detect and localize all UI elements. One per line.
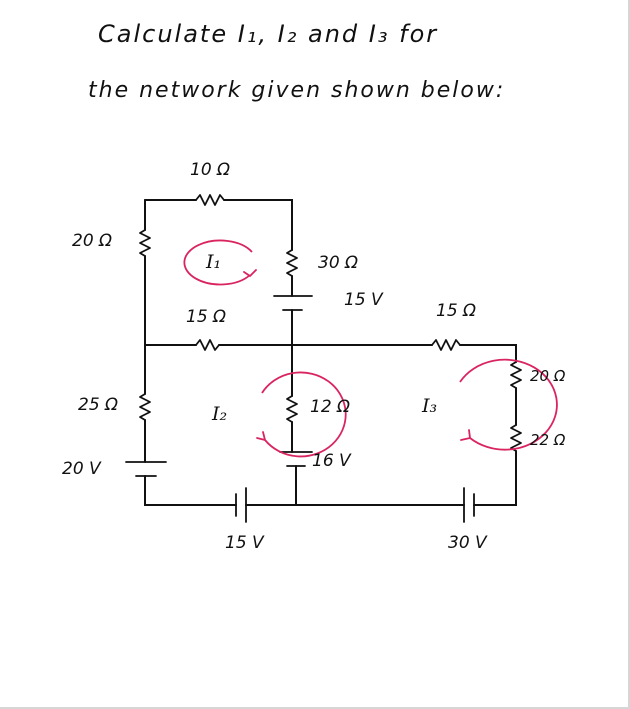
resistor-left-lower <box>139 393 151 421</box>
label-v-left: 20 V <box>62 459 102 479</box>
question-line-1: Calculate I₁, I₂ and I₃ for <box>98 20 439 48</box>
middle-wire <box>144 339 517 363</box>
loop-arrow-3 <box>459 358 558 451</box>
battery-bottom-right <box>463 487 475 523</box>
label-v-middle-upper: 15 V <box>344 290 384 310</box>
resistor-middle-horizontal <box>195 339 220 351</box>
battery-bottom-left <box>235 487 247 523</box>
battery-left <box>125 461 167 477</box>
label-r-middle-horizontal: 15 Ω <box>186 307 226 327</box>
label-r-right-top: 15 Ω <box>436 301 476 321</box>
center-branch <box>279 344 313 506</box>
label-v-center: 16 V <box>312 451 352 471</box>
label-r-middle-upper: 30 Ω <box>318 253 358 273</box>
question-line-2: the network given shown below: <box>88 78 506 103</box>
resistor-right-upper <box>510 361 522 389</box>
loop-arrow-2 <box>256 371 347 458</box>
label-r-left-lower: 25 Ω <box>78 395 118 415</box>
right-branch <box>299 361 522 523</box>
loop-arrow-1 <box>183 239 257 286</box>
resistor-top <box>195 194 225 206</box>
resistor-right-lower <box>510 424 522 452</box>
resistor-middle-upper <box>286 249 298 277</box>
label-r-right-lower: 22 Ω <box>530 431 566 449</box>
label-r-right-upper: 20 Ω <box>530 367 566 385</box>
left-lower-branch <box>125 344 301 523</box>
resistor-left-upper <box>139 229 151 257</box>
label-v-bottom-right: 30 V <box>448 533 488 553</box>
label-loop-3: I₃ <box>421 395 437 417</box>
label-loop-2: I₂ <box>211 403 227 425</box>
label-r-left-upper: 20 Ω <box>72 231 112 251</box>
label-loop-1: I₁ <box>205 251 221 273</box>
resistor-center <box>286 395 298 423</box>
battery-middle-upper <box>273 295 313 311</box>
mesh-1-wires <box>139 194 313 346</box>
label-v-bottom-left: 15 V <box>225 533 265 553</box>
label-r-center: 12 Ω <box>310 397 350 417</box>
resistor-right-top <box>431 339 461 351</box>
label-r-top: 10 Ω <box>190 160 230 180</box>
